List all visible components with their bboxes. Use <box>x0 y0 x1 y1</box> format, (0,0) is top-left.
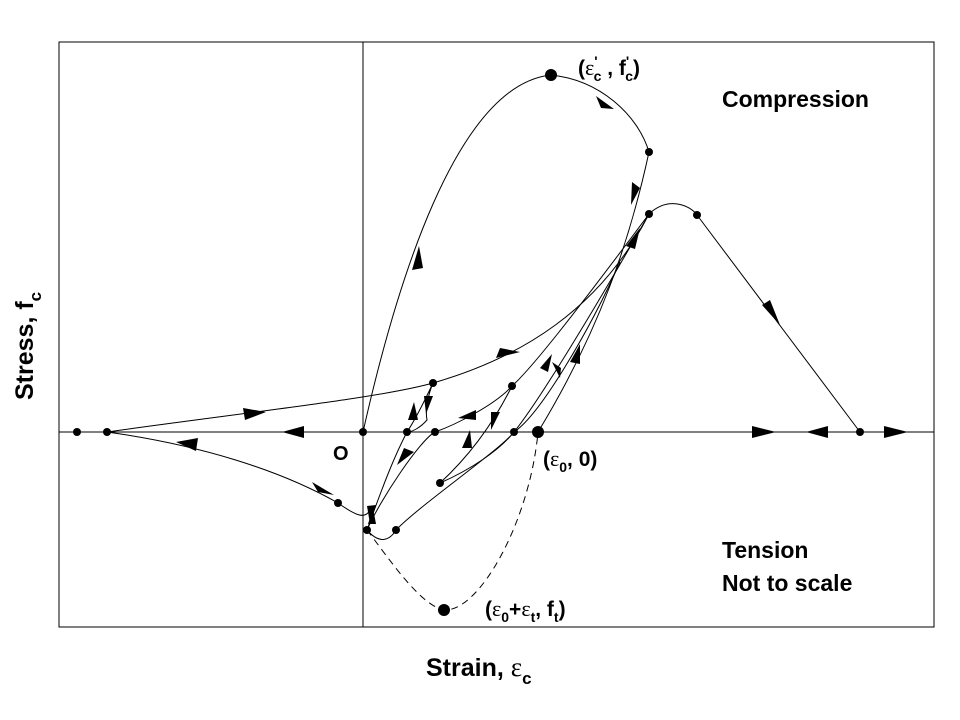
inner-loop-1 <box>406 382 434 433</box>
point-inner-1 <box>429 379 437 387</box>
arrow-soften-down <box>762 300 780 325</box>
point-far-left-1 <box>73 428 81 436</box>
inner-loop-4 <box>439 385 513 484</box>
point-inner-2 <box>403 428 411 436</box>
inner-loop-6 <box>366 529 397 540</box>
arrow-axis-right-2 <box>884 426 908 438</box>
curve-points <box>73 69 864 616</box>
x-axis-label: Strain, εc <box>426 652 532 688</box>
inner-loop-7 <box>513 261 621 433</box>
arrow-inner-up-3 <box>368 508 376 524</box>
arrow-tension-left <box>176 438 198 451</box>
arrow-inner-down-3 <box>397 448 414 465</box>
point-inner-7 <box>334 499 342 507</box>
point-softening <box>645 148 653 156</box>
arrow-peak-right <box>596 96 614 109</box>
inner-loop-8 <box>439 431 515 484</box>
arrow-inner-up-1 <box>408 402 418 420</box>
not-to-scale-note: Not to scale <box>722 570 852 596</box>
arrow-inner-down-2 <box>491 412 500 430</box>
plot-frame <box>58 41 935 628</box>
point-inner-4 <box>508 382 516 390</box>
arrow-axis-left-2 <box>806 426 828 438</box>
point-compression-peak <box>545 69 557 81</box>
arrow-loop-down-1 <box>570 344 580 364</box>
point-inner-3 <box>431 428 439 436</box>
unloading-curve-1 <box>537 151 650 433</box>
point-inner-9 <box>392 526 400 534</box>
peak-compression-label: (ε'c , f'c) <box>578 53 640 84</box>
origin-label: O <box>333 443 349 465</box>
point-reload-peak-right <box>693 211 701 219</box>
y-axis-label: Stress, fc <box>11 292 45 400</box>
point-tension-peak <box>438 604 450 616</box>
region-tension-label: Tension <box>722 537 808 563</box>
arrow-axis-right-1 <box>752 426 776 438</box>
arrow-unload-down <box>631 182 640 205</box>
arrow-tension-down <box>312 482 334 495</box>
plastic-strain-label: (ε0, 0) <box>543 446 597 475</box>
arrow-inner-left <box>458 410 476 420</box>
reloading-envelope-curve <box>648 203 861 433</box>
arrow-loop-down-2 <box>540 354 552 372</box>
point-inner-5 <box>510 428 518 436</box>
arrow-reload-up <box>496 348 520 358</box>
point-plastic-strain <box>532 426 544 438</box>
compression-envelope-curve <box>362 74 650 433</box>
region-compression-label: Compression <box>722 86 869 112</box>
arrow-envelope-up <box>412 246 423 270</box>
arrow-loop-down-3 <box>552 362 561 378</box>
tension-envelope-dashed <box>366 431 539 611</box>
direction-arrows <box>176 96 908 524</box>
point-inner-8 <box>363 526 371 534</box>
point-zero-stress-right <box>856 428 864 436</box>
inner-loop-2 <box>366 213 650 531</box>
arrow-upper-loop-up <box>626 228 640 249</box>
point-inner-6 <box>436 479 444 487</box>
point-reload-peak-left <box>645 210 653 218</box>
reload-from-left-curve <box>106 213 650 433</box>
point-origin <box>359 428 367 436</box>
inner-loop-5 <box>395 213 650 531</box>
arrow-inner-up-2 <box>462 430 472 448</box>
arrow-inner-down-1 <box>424 396 433 414</box>
point-far-left-2 <box>103 428 111 436</box>
tension-softening-curve <box>106 431 371 516</box>
peak-tension-label: (ε0+εt, ft) <box>485 596 566 625</box>
arrow-axis-left-1 <box>282 426 304 438</box>
arrow-reload-left <box>243 408 266 420</box>
